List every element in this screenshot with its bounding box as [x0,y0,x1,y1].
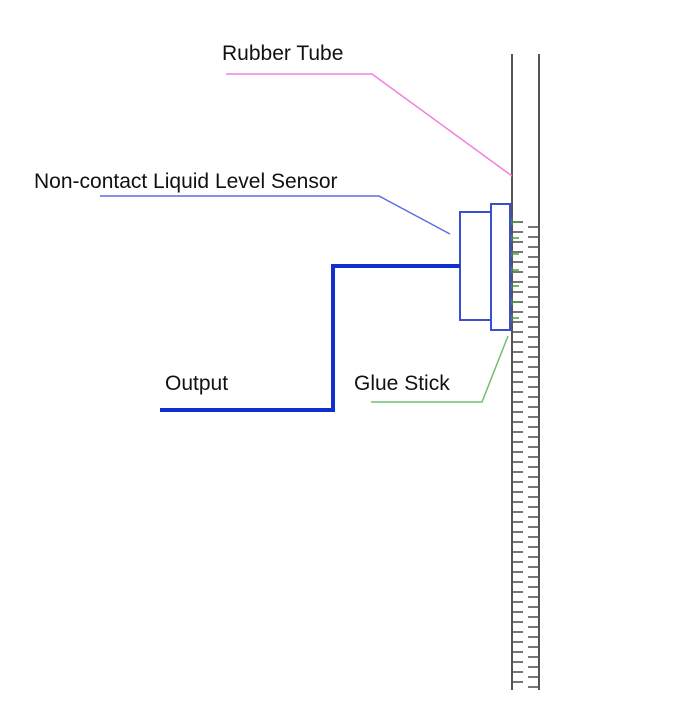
output-label: Output [165,372,228,395]
liquid-level-marks [513,221,538,688]
rubber-tube-leader-line [226,73,513,177]
rubber-tube-label: Rubber Tube [222,42,343,65]
sensor-label: Non-contact Liquid Level Sensor [34,170,338,193]
sensor-body [459,211,492,321]
sensor-plate [490,203,511,331]
glue-stick-label: Glue Stick [354,372,450,395]
output-wire [160,264,460,412]
sensor-leader-line [100,195,451,235]
glue-stick-leader-line [371,335,509,403]
